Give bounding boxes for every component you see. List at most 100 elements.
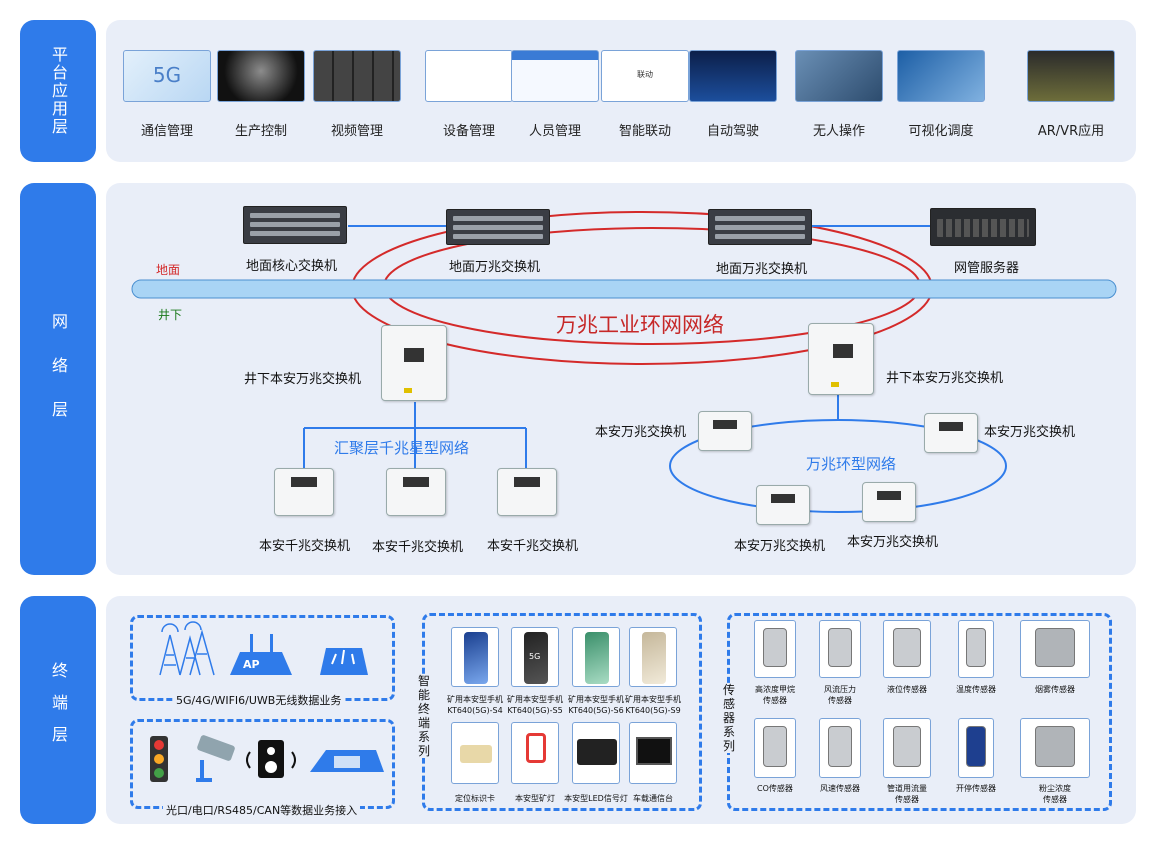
mine-tunnel-image xyxy=(217,50,305,102)
app-label: AR/VR应用 xyxy=(1037,124,1105,139)
app-5: 人员管理 xyxy=(510,50,600,139)
antenna-array-icon xyxy=(320,648,368,675)
gig-switch-2-label: 本安千兆交换机 xyxy=(372,540,464,555)
autonomous-driving-image xyxy=(689,50,777,102)
core-switch-label: 地面核心交换机 xyxy=(246,259,338,274)
underground-label: 井下 xyxy=(158,308,183,322)
phone-caption-line1: 矿用本安型手机 xyxy=(568,695,624,704)
accessory-shape xyxy=(526,733,546,763)
led-signal-lamp-icon xyxy=(572,722,620,784)
sensor-body xyxy=(828,725,852,767)
surface-label: 地面 xyxy=(156,263,181,277)
app-thumb-text: 5G xyxy=(152,63,182,87)
phone-model: KT640(5G)-S6 xyxy=(568,706,624,715)
app-8: 无人操作 xyxy=(794,50,884,139)
ap-text: AP xyxy=(243,658,260,671)
app-label: 通信管理 xyxy=(140,124,193,139)
accessory-caption: 本安型矿灯 xyxy=(515,794,555,803)
phone-icon xyxy=(585,632,609,684)
tengig-ring-1-device xyxy=(698,411,752,451)
mine-switch-left-label: 井下本安万兆交换机 xyxy=(244,372,362,387)
phone-3-image xyxy=(572,627,620,687)
ground-switch-1-device xyxy=(446,209,550,245)
accessory-caption: 车载通信台 xyxy=(633,794,673,803)
gig-switch-3-device xyxy=(497,468,557,516)
miner-lamp-icon xyxy=(511,722,559,784)
device-topology-image xyxy=(425,50,513,102)
sensor-caption-line1: CO传感器 xyxy=(757,784,793,793)
app-10: AR/VR应用 xyxy=(1026,50,1116,139)
sensor-caption-line1: 温度传感器 xyxy=(956,685,996,694)
network-layer-label: 网络层 xyxy=(49,313,68,445)
linkage-diagram-image: 联动 xyxy=(601,50,689,102)
gig-switch-1-label: 本安千兆交换机 xyxy=(259,539,351,554)
5g-network-image: 5G xyxy=(123,50,211,102)
sensor-r1-2-icon xyxy=(819,620,861,678)
sensor-body xyxy=(763,725,787,767)
phone-caption: 矿用本安型手机 KT640(5G)-S4 xyxy=(441,694,509,716)
sensor-body xyxy=(828,627,852,667)
tengig-ring-2-label: 本安万兆交换机 xyxy=(984,425,1076,440)
app-3: 视频管理 xyxy=(312,50,402,139)
telephone-icon xyxy=(310,750,384,772)
gig-switch-1-device xyxy=(274,468,334,516)
wired-caption: 光口/电口/RS485/CAN等数据业务接入 xyxy=(163,802,361,818)
phone-caption-line1: 矿用本安型手机 xyxy=(507,695,563,704)
sensor-caption-line1: 管道用流量 xyxy=(887,784,927,793)
ground-switch-1-label: 地面万兆交换机 xyxy=(449,260,541,275)
ap-router-icon xyxy=(230,634,292,675)
sensor-caption: 温度传感器 xyxy=(941,684,1011,695)
sensor-caption: 烟雾传感器 xyxy=(1020,684,1090,695)
app-label: 可视化调度 xyxy=(908,124,974,139)
tengig-ring-3-device xyxy=(756,485,810,525)
tengig-ring-4-label: 本安万兆交换机 xyxy=(847,535,939,550)
sensor-caption-line1: 开停传感器 xyxy=(956,784,996,793)
sensor-caption: 高浓度甲烷传感器 xyxy=(740,684,810,706)
accessory-caption: 本安型LED信号灯 xyxy=(564,794,628,803)
phone-icon: 5G xyxy=(524,632,548,684)
sensor-caption-line2: 传感器 xyxy=(763,696,787,705)
traffic-light-icon xyxy=(150,736,168,782)
phone-model: KT640(5G)-S9 xyxy=(625,706,681,715)
wireless-caption: 5G/4G/WIFI6/UWB无线数据业务 xyxy=(173,692,345,708)
vehicle-terminal-icon xyxy=(629,722,677,784)
nms-server-label: 网管服务器 xyxy=(954,261,1020,276)
sensor-r1-5-icon xyxy=(1020,620,1090,678)
sensor-caption-line1: 高浓度甲烷 xyxy=(755,685,795,694)
tengig-ring-4-device xyxy=(862,482,916,522)
phone-1-image xyxy=(451,627,499,687)
sensor-body xyxy=(965,725,987,767)
gig-switch-3-label: 本安千兆交换机 xyxy=(487,539,579,554)
phone-model: KT640(5G)-S4 xyxy=(447,706,503,715)
terminal-layer-tab: 终端层 xyxy=(20,596,96,824)
sensor-caption-line2: 传感器 xyxy=(828,696,852,705)
sensor-caption-line1: 风流压力 xyxy=(824,685,856,694)
sensor-caption-line2: 传感器 xyxy=(895,795,919,804)
sensor-body xyxy=(763,627,787,667)
app-label: 视频管理 xyxy=(330,124,383,139)
terminal-layer-label: 终端层 xyxy=(49,662,68,758)
app-label: 自动驾驶 xyxy=(706,124,759,139)
sensor-body xyxy=(965,627,987,667)
app-6: 联动智能联动 xyxy=(600,50,690,139)
sensor-caption: 管道用流量传感器 xyxy=(872,783,942,805)
sensor-r2-1-icon xyxy=(754,718,796,778)
ground-switch-2-label: 地面万兆交换机 xyxy=(716,262,808,277)
cell-tower-icon xyxy=(159,621,215,676)
sensor-r2-5-icon xyxy=(1020,718,1090,778)
app-7: 自动驾驶 xyxy=(688,50,778,139)
app-label: 设备管理 xyxy=(442,124,495,139)
nms-server-device xyxy=(930,208,1036,246)
sensor-caption-line1: 液位传感器 xyxy=(887,685,927,694)
app-label: 人员管理 xyxy=(528,124,581,139)
accessory-shape xyxy=(636,737,672,765)
sensor-caption: 风速传感器 xyxy=(805,783,875,794)
sensor-caption-line1: 烟雾传感器 xyxy=(1035,685,1075,694)
phone-model: KT640(5G)-S5 xyxy=(507,706,563,715)
video-wall-image xyxy=(313,50,401,102)
sensor-caption: 液位传感器 xyxy=(872,684,942,695)
app-label: 智能联动 xyxy=(618,124,671,139)
phone-caption-line1: 矿用本安型手机 xyxy=(447,695,503,704)
sensor-r2-4-icon xyxy=(958,718,994,778)
